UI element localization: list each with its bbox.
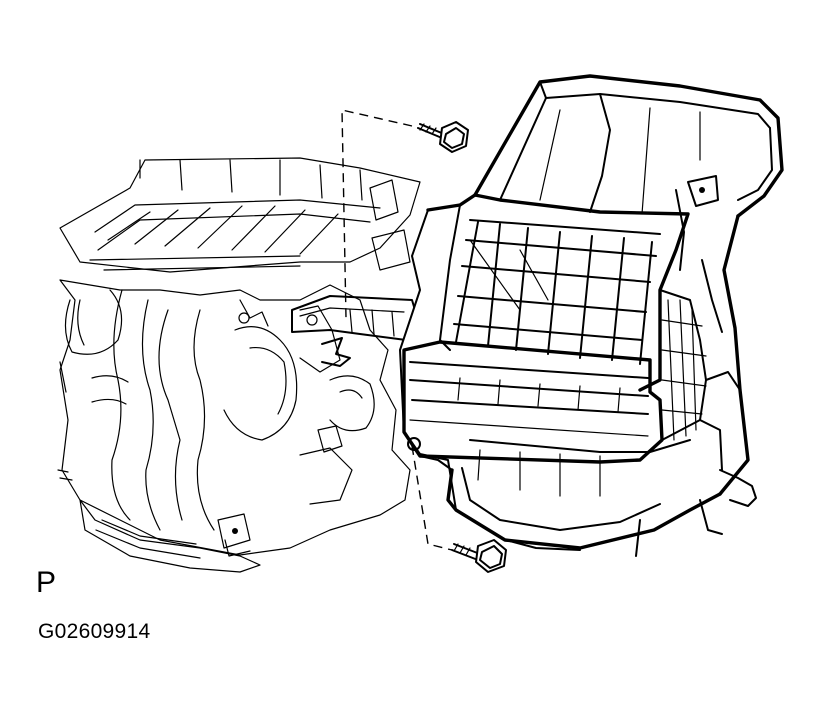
leader-lines <box>341 109 453 551</box>
lower-bolt <box>451 539 507 573</box>
heater-unit-housing <box>57 157 421 573</box>
figure-code: G02609914 <box>38 620 151 643</box>
mounting-bracket <box>291 295 419 367</box>
upper-bolt <box>417 121 469 153</box>
blower-unit <box>399 74 784 557</box>
view-label: P <box>36 566 57 599</box>
